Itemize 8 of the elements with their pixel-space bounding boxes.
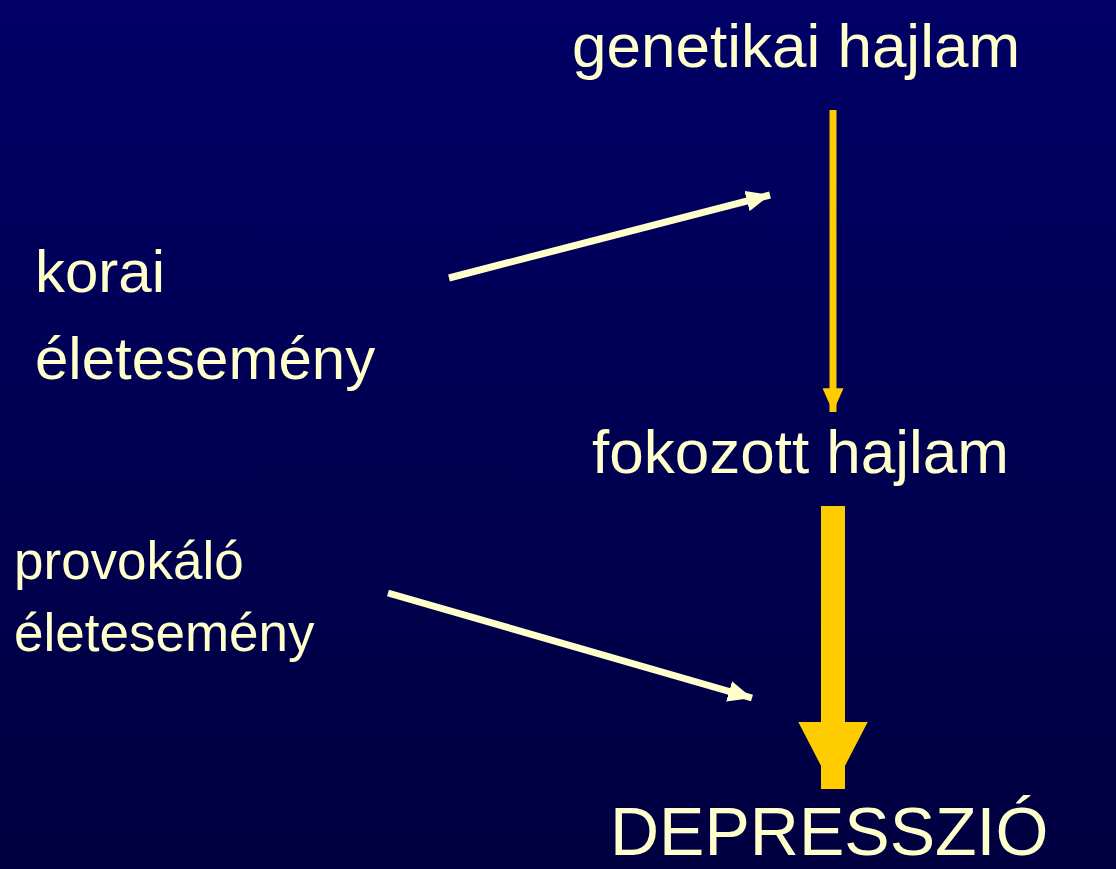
arrow [448, 190, 771, 282]
node-label: korai életesemény [35, 228, 445, 402]
node-label: fokozott hajlam [592, 418, 1102, 487]
arrow [387, 589, 753, 702]
arrow [798, 506, 868, 789]
node-label: DEPRESSZIÓ [610, 795, 1100, 869]
node-label: genetikai hajlam [572, 12, 1116, 81]
node-label: provokáló életesemény [14, 525, 384, 669]
